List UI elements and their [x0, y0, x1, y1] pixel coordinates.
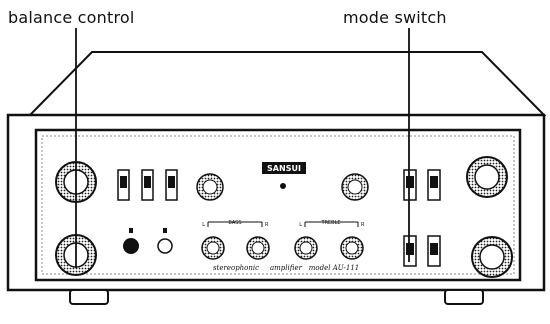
bass-left-label: L: [202, 222, 205, 228]
foot-right: [444, 289, 484, 305]
toggle-switch-3: [165, 169, 178, 201]
balance-control-label: balance control: [8, 8, 135, 27]
treble-knob-right: [340, 236, 364, 260]
push-button-white: [157, 238, 173, 254]
push-button-white-mark: [163, 228, 167, 233]
treble-label: TREBLE: [320, 220, 340, 226]
bass-bracket: [207, 221, 263, 227]
treble-knob-left: [294, 236, 318, 260]
push-button-black: [123, 238, 139, 254]
selector-knob-right-top: [466, 156, 508, 198]
bass-right-label: R: [265, 222, 269, 228]
toggle-switch-1: [117, 169, 130, 201]
toggle-switch-2: [141, 169, 154, 201]
tone-knob-left-top: [196, 173, 224, 201]
bass-knob-left: [201, 236, 225, 260]
front-panel: [34, 128, 522, 282]
cabinet-top: [27, 51, 547, 116]
pilot-lamp: [280, 183, 286, 189]
treble-left-label: L: [299, 222, 302, 228]
panel-subtitle-left: stereophonic: [213, 264, 259, 272]
brand-text: SANSUI: [267, 164, 301, 173]
bass-label: BASS: [228, 220, 241, 226]
panel-subtitle-right: amplifier: [270, 264, 303, 272]
toggle-switch-4: [403, 169, 417, 201]
panel-model: model AU-111: [309, 264, 360, 272]
selector-knob-right-bottom: [471, 236, 513, 278]
brand-plate: [262, 162, 306, 174]
front-panel-inner: [41, 135, 515, 275]
mode-switch: [403, 235, 417, 267]
bass-knob-right: [246, 236, 270, 260]
treble-right-label: R: [361, 222, 365, 228]
mode-switch-label: mode switch: [343, 8, 447, 27]
foot-left: [69, 289, 109, 305]
treble-bracket: [304, 221, 359, 227]
push-button-black-mark: [129, 228, 133, 233]
toggle-switch-7: [427, 235, 441, 267]
toggle-switch-5: [427, 169, 441, 201]
tone-knob-right-top: [341, 173, 369, 201]
